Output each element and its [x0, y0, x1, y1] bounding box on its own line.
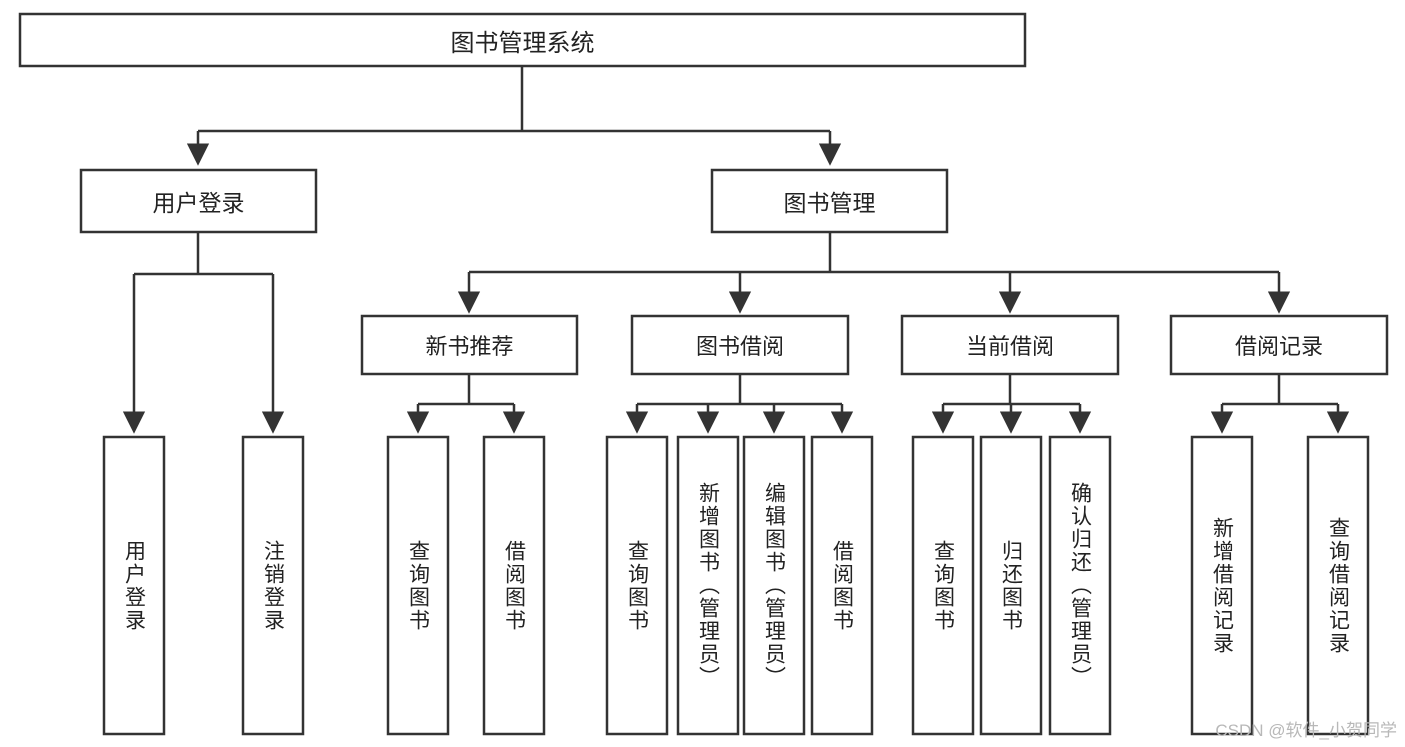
node-root[interactable]	[18, 12, 1027, 68]
node-leaf-query-record[interactable]	[1306, 435, 1370, 736]
node-leaf-edit-book[interactable]	[742, 435, 806, 736]
node-leaf-confirm-return[interactable]	[1048, 435, 1112, 736]
connector-book-manage-to-level3	[457, 232, 1291, 314]
node-leaf-borrow-book-2[interactable]	[810, 435, 874, 736]
node-user-login[interactable]	[79, 168, 318, 234]
node-leaf-add-record[interactable]	[1190, 435, 1254, 736]
node-leaf-logout-login[interactable]	[241, 435, 305, 736]
node-book-borrow[interactable]	[630, 314, 850, 376]
node-leaf-add-book[interactable]	[676, 435, 740, 736]
connector-book-borrow-to-leaves	[625, 374, 854, 434]
node-leaf-query-book-3[interactable]	[911, 435, 975, 736]
connector-new-book-recommend-to-leaves	[406, 374, 526, 434]
connector-current-borrow-to-leaves	[931, 374, 1092, 434]
node-leaf-query-book-2[interactable]	[605, 435, 669, 736]
node-leaf-borrow-book-1[interactable]	[482, 435, 546, 736]
node-leaf-user-login[interactable]	[102, 435, 166, 736]
connector-user-login-to-leaves	[122, 232, 285, 434]
node-book-manage[interactable]	[710, 168, 949, 234]
node-leaf-query-book-1[interactable]	[386, 435, 450, 736]
connector-root-to-level2	[186, 66, 842, 166]
node-leaf-return-book[interactable]	[979, 435, 1043, 736]
connector-borrow-record-to-leaves	[1210, 374, 1350, 434]
node-new-book-recommend[interactable]	[360, 314, 579, 376]
node-borrow-record[interactable]	[1169, 314, 1389, 376]
node-current-borrow[interactable]	[900, 314, 1120, 376]
